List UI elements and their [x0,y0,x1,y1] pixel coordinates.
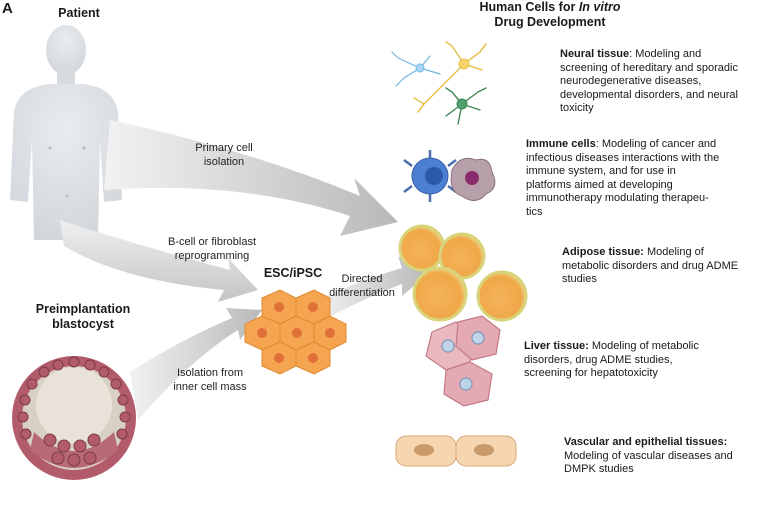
immune-line2: immune system, and for use in [526,165,676,177]
panel-label: A [2,0,13,17]
neural-line3: developmental disorders, and neural [560,88,738,101]
inner-cell-mass-line2: inner cell mass [173,381,247,393]
primary-isolation-line2: isolation [203,156,245,168]
adipose-line0: Modeling of [643,246,704,258]
neuron-icon [391,41,487,125]
blastocyst-label-line1: Preimplantation [35,302,131,316]
blastocyst-icon [12,356,136,480]
liver-line1: disorders, drug ADME studies, [524,353,673,366]
adipose-tissue-description: Adipose tissue: Modeling of metabolic di… [562,246,754,287]
primary-isolation-label: Primary cell isolation [178,141,270,169]
immune-line4: immunotherapy modulating therapeu- [526,192,709,204]
title-line2: Drug Development [494,15,606,29]
title-italic: In vitro [578,0,621,14]
hepatocyte-icon [425,315,501,407]
immune-cells-description: Immune cells: Modeling of cancer and inf… [526,138,756,219]
directed-differentiation-label: Directed differentiation [320,272,404,300]
vascular-tissue-name: Vascular and epithelial tissues: [564,436,728,448]
directed-differentiation-arrow [318,256,428,322]
liver-line0: Modeling of metabolic [588,340,699,352]
reprogramming-line1: B-cell or fibroblast [167,236,257,248]
adipocyte-icon [398,224,528,322]
neural-tissue-description: Neural tissue: Modeling and screening of… [560,48,756,116]
directed-differentiation-line2: differentiation [329,287,395,299]
adipose-line1: metabolic disorders and drug ADME [562,259,739,272]
blastocyst-label: Preimplantation blastocyst [8,302,158,332]
inner-cell-mass-arrow [130,308,262,420]
immune-sep: : [595,138,599,150]
inner-cell-mass-label: Isolation from inner cell mass [150,366,270,394]
primary-isolation-arrow [104,120,398,236]
esc-ipsc-label: ESC/iPSC [263,266,323,280]
directed-differentiation-line1: Directed [341,273,383,285]
vascular-line1: Modeling of vascular diseases and [564,449,733,462]
patient-label: Patient [58,6,100,20]
blastocyst-label-line2: blastocyst [52,317,114,331]
reprogramming-label: B-cell or fibroblast reprogramming [146,235,278,263]
neural-line1: screening of hereditary and sporadic [560,61,738,74]
reprogramming-line2: reprogramming [174,250,250,262]
diagram-title: Human Cells for In vitro Drug Developmen… [470,0,630,30]
immune-line3: platforms aimed at developing [526,178,673,191]
neural-line4: toxicity [560,102,594,114]
neural-line2: neurodegenerative diseases, [560,75,702,87]
liver-tissue-description: Liver tissue: Modeling of metabolic diso… [524,340,744,381]
neural-sep: : [629,48,633,60]
patient-body-icon [10,25,122,240]
esc-ipsc-cluster-icon [244,289,347,375]
immune-line0: Modeling of cancer and [598,138,717,150]
reprogramming-arrow [60,220,258,302]
neural-line0: Modeling and [632,48,702,60]
neural-tissue-name: Neural tissue [560,48,630,60]
inner-cell-mass-line1: Isolation from [176,367,244,379]
adipose-line2: studies [562,273,597,285]
adipose-tissue-name: Adipose tissue: [562,246,644,258]
endothelial-cell-icon [395,435,517,467]
immune-line5: tics [526,205,543,218]
immune-cells-name: Immune cells [526,138,596,150]
vascular-tissue-description: Vascular and epithelial tissues: Modelin… [564,436,754,477]
immune-cell-icon [403,150,496,202]
liver-tissue-name: Liver tissue: [524,340,589,352]
liver-line2: screening for hepatotoxicity [524,367,658,379]
primary-isolation-line1: Primary cell [195,142,253,154]
immune-line1: infectious diseases interactions with th… [526,151,720,164]
vascular-line2: DMPK studies [564,463,634,475]
title-prefix: Human Cells for [479,0,579,14]
